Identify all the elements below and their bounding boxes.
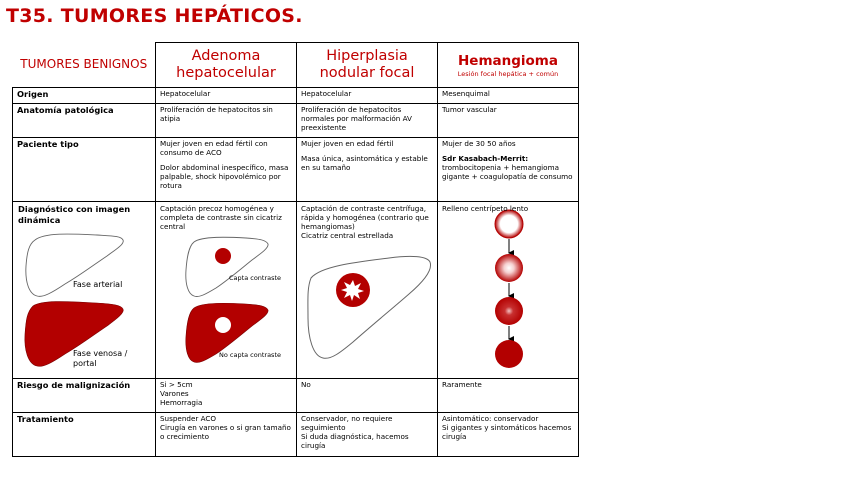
row-label-origen: Origen [12, 87, 156, 104]
table-row: Anatomía patológica Proliferación de hep… [12, 103, 579, 138]
cell-tratamiento-hemangioma: Asintomático: conservador Si gigantes y … [437, 412, 579, 457]
cell-riesgo-adenoma: Si > 5cm Varones Hemorragia [155, 378, 297, 413]
page-title: T35. TUMORES HEPÁTICOS. [6, 5, 303, 27]
table-row: Tratamiento Suspender ACO Cirugía en var… [12, 412, 579, 457]
hemangioma-diagram [494, 209, 524, 368]
centripetal-fill-icon [495, 340, 523, 368]
row-label-anatomia: Anatomía patológica [12, 103, 156, 138]
cell-origen-adenoma: Hepatocelular [155, 87, 297, 104]
cell-diagnostico-label: Diagnóstico con imagen dinámica Fase art… [12, 201, 156, 379]
row-label-tratamiento: Tratamiento [12, 412, 156, 457]
label-capta-contraste: Capta contraste [229, 274, 282, 282]
cell-paciente-hnf: Mujer joven en edad fértil Masa única, a… [296, 137, 438, 202]
liver-diagrams [24, 233, 124, 367]
cell-paciente-hemangioma: Mujer de 30 50 años Sdr Kasabach-Merrit:… [437, 137, 579, 202]
label-no-capta-contraste: No capta contraste [219, 351, 281, 359]
header-row: TUMORES BENIGNOS Adenoma hepatocelular H… [12, 42, 579, 88]
row-label-riesgo: Riesgo de malignización [12, 378, 156, 413]
adenoma-diagrams [185, 236, 269, 363]
column-subtitle-hemangioma: Lesión focal hepática + común [457, 69, 559, 78]
liver-filled-icon [24, 301, 124, 367]
cell-origen-hemangioma: Mesenquimal [437, 87, 579, 104]
lesion-icon [215, 317, 231, 333]
label-fase-arterial: Fase arterial [73, 280, 123, 289]
cell-tratamiento-hnf: Conservador, no requiere seguimiento Si … [296, 412, 438, 457]
corner-label: TUMORES BENIGNOS [12, 42, 156, 88]
label-fase-venosa: Fase venosa / portal [73, 349, 128, 368]
column-header-hnf: Hiperplasia nodular focal [296, 42, 438, 88]
cell-diagnostico-adenoma: Captación precoz homogénea y completa de… [155, 201, 297, 379]
cell-riesgo-hnf: No [296, 378, 438, 413]
table-row: Diagnóstico con imagen dinámica Fase art… [12, 201, 579, 379]
liver-outline-icon [185, 236, 269, 297]
cell-anatomia-adenoma: Proliferación de hepatocitos sin atipia [155, 103, 297, 138]
table-row: Riesgo de malignización Si > 5cm Varones… [12, 378, 579, 413]
cell-anatomia-hnf: Proliferación de hepatocitos normales po… [296, 103, 438, 138]
tumors-table: TUMORES BENIGNOS Adenoma hepatocelular H… [12, 42, 579, 457]
row-label-diagnostico: Diagnóstico con imagen dinámica [18, 204, 131, 225]
row-label-paciente: Paciente tipo [12, 137, 156, 202]
cell-anatomia-hemangioma: Tumor vascular [437, 103, 579, 138]
column-header-adenoma: Adenoma hepatocelular [155, 42, 297, 88]
centripetal-fill-icon [494, 209, 524, 239]
cell-tratamiento-adenoma: Suspender ACO Cirugía en varones o si gr… [155, 412, 297, 457]
table-row: Paciente tipo Mujer joven en edad fértil… [12, 137, 579, 202]
cell-diagnostico-hnf: Captación de contraste centrífuga, rápid… [296, 201, 438, 379]
centripetal-fill-icon [495, 297, 523, 325]
lesion-icon [215, 248, 231, 264]
cell-paciente-adenoma: Mujer joven en edad fértil con consumo d… [155, 137, 297, 202]
cell-origen-hnf: Hepatocelular [296, 87, 438, 104]
hnf-diagram [307, 255, 432, 359]
table-row: Origen Hepatocelular Hepatocelular Mesen… [12, 87, 579, 104]
cell-riesgo-hemangioma: Raramente [437, 378, 579, 413]
liver-filled-icon [185, 302, 269, 363]
cell-diagnostico-hemangioma: Relleno centrípeto lento [437, 201, 579, 379]
stellate-scar-icon [341, 280, 364, 301]
liver-outline-icon [307, 255, 432, 359]
liver-outline-icon [25, 233, 124, 297]
centripetal-fill-icon [495, 254, 523, 282]
